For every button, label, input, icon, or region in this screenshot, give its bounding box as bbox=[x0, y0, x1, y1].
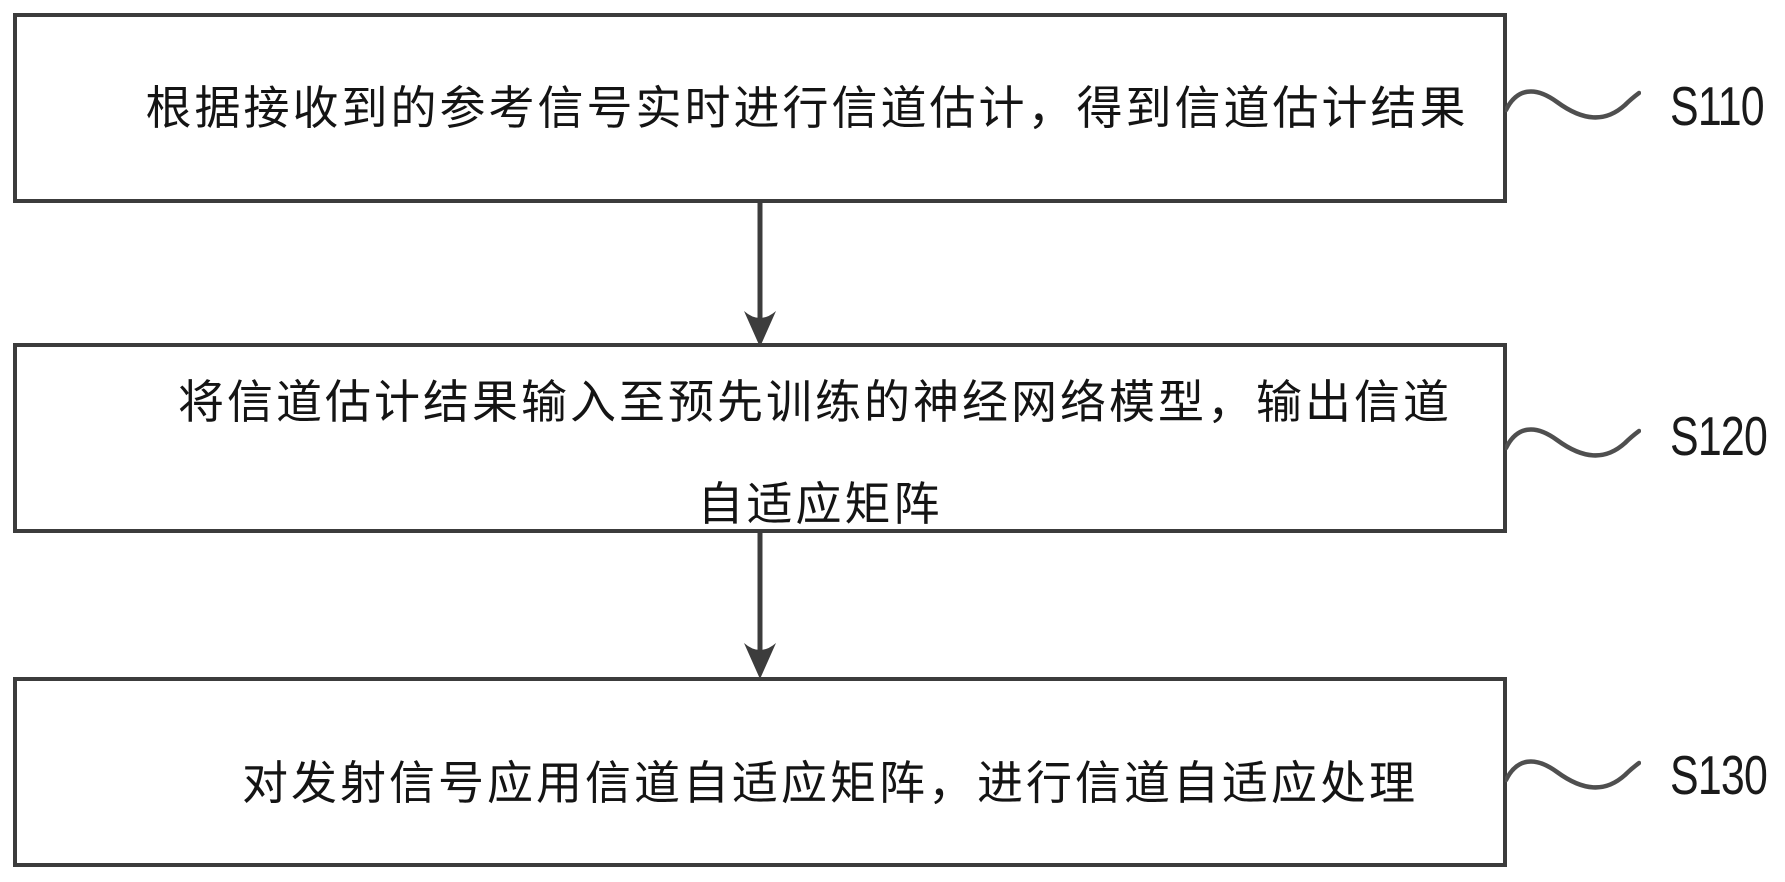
step-3-text: 对发射信号应用信道自适应矩阵，进行信道自适应处理 bbox=[242, 756, 1418, 810]
step-1-text: 根据接收到的参考信号实时进行信道估计，得到信道估计结果 bbox=[145, 81, 1469, 135]
tilde-connector-icon bbox=[1505, 427, 1641, 458]
step-label-s110: S110 bbox=[1670, 74, 1765, 137]
flow-step-box-3: 对发射信号应用信道自适应矩阵，进行信道自适应处理 bbox=[13, 677, 1507, 867]
flow-step-box-2: 将信道估计结果输入至预先训练的神经网络模型，输出信道 自适应矩阵 bbox=[13, 343, 1507, 533]
step-2-text-line-1: 将信道估计结果输入至预先训练的神经网络模型，输出信道 bbox=[178, 375, 1452, 429]
step-label-s120: S120 bbox=[1670, 404, 1768, 467]
flow-step-box-1: 根据接收到的参考信号实时进行信道估计，得到信道估计结果 bbox=[13, 13, 1507, 203]
arrow-down-icon bbox=[744, 533, 776, 679]
step-2-text-line-2: 自适应矩阵 bbox=[697, 477, 943, 531]
tilde-connector-icon bbox=[1505, 759, 1641, 790]
arrow-down-icon bbox=[744, 201, 776, 347]
tilde-connector-icon bbox=[1505, 89, 1641, 120]
step-label-s130: S130 bbox=[1670, 743, 1768, 806]
